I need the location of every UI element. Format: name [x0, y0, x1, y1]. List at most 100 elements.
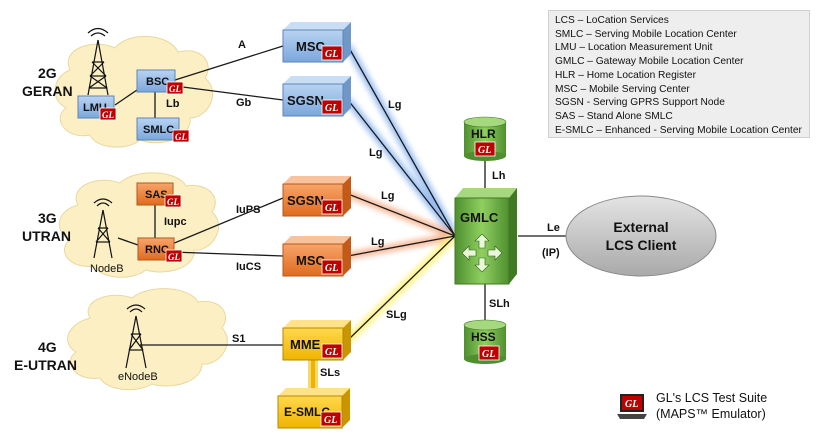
external-lcs-client: External LCS Client: [565, 195, 717, 277]
esmlc-label: E-SMLC: [284, 405, 330, 419]
link-mme-gmlc: [347, 235, 456, 341]
smlc-node: SMLC GL: [136, 117, 190, 143]
nodeb-label: NodeB: [90, 263, 124, 275]
geran-tower-icon: [87, 27, 109, 96]
sgsn-3g-node: SGSN GL: [282, 176, 351, 217]
svg-text:GL: GL: [169, 84, 181, 94]
iface-slg-label: SLg: [386, 309, 407, 321]
routing-arrows-icon: [461, 233, 503, 273]
gl-badge-icon: [164, 194, 182, 208]
suite-subtitle: (MAPS™ Emulator): [656, 407, 766, 421]
svg-text:GL: GL: [325, 347, 338, 358]
link-msc-gmlc: [347, 45, 456, 237]
external-client-label-1: External: [613, 219, 668, 235]
utran-tower-icon: [93, 198, 113, 259]
legend-item: E-SMLC – Enhanced - Serving Mobile Locat…: [555, 124, 802, 136]
legend-item: SMLC – Serving Mobile Location Center: [555, 28, 737, 40]
iface-lg-msc3g-label: Lg: [371, 236, 384, 248]
link-nodeb-rnc: [117, 237, 139, 246]
link-sgsn-gmlc: [347, 99, 456, 237]
region-3g-label: 3G: [38, 210, 57, 226]
gl-badge-icon: [321, 99, 343, 115]
gl-badge-icon: [321, 343, 343, 359]
gl-badge-icon: [320, 411, 342, 427]
laptop-icon: GL: [617, 394, 647, 419]
gl-badge-icon: [99, 107, 117, 121]
iface-lh-label: Lh: [492, 170, 506, 182]
link-rnc-msc: [171, 251, 284, 257]
iface-lb-label: Lb: [166, 98, 180, 110]
svg-text:GL: GL: [168, 252, 180, 262]
region-4g-label: 4G: [38, 339, 57, 355]
eutran-tower-icon: [125, 304, 147, 369]
msc-2g-label: MSC: [296, 39, 326, 54]
sas-node: SAS GL: [136, 182, 182, 208]
sgsn-2g-node: SGSN GL: [282, 76, 351, 117]
bsc-label: BSC: [146, 76, 169, 88]
iface-slh-label: SLh: [489, 298, 510, 310]
acronym-legend: LCS – LoCation Services SMLC – Serving M…: [548, 10, 810, 138]
svg-text:GL: GL: [324, 415, 337, 426]
svg-text:GL: GL: [325, 49, 338, 60]
sgsn-2g-label: SGSN: [287, 93, 324, 108]
gmlc-node: GMLC: [454, 188, 517, 285]
iface-lg-sgsn-label: Lg: [369, 147, 382, 159]
msc-3g-label: MSC: [296, 253, 326, 268]
esmlc-node: E-SMLC GL: [277, 388, 350, 429]
lmu-node: LMU GL: [77, 95, 117, 121]
legend-item: SAS – Stand Alone SMLC: [555, 110, 673, 122]
external-client-label-2: LCS Client: [606, 237, 677, 253]
svg-text:GL: GL: [482, 349, 495, 360]
link-bsc-msc: [174, 45, 284, 81]
hss-node: HSS GL: [463, 319, 507, 364]
iface-a-label: A: [238, 39, 246, 51]
region-eutran-label: E-UTRAN: [14, 357, 77, 373]
region-utran-label: UTRAN: [22, 228, 71, 244]
gl-badge-icon: [166, 81, 184, 95]
eutran-cloud: [67, 288, 228, 391]
gl-badge-icon: [321, 199, 343, 215]
region-geran-label: GERAN: [22, 83, 73, 99]
interface-labels: A Gb Lb Iupc IuPS IuCS S1 SLs Lg Lg Lg L…: [164, 39, 560, 379]
legend-item: LMU – Location Measurement Unit: [555, 42, 713, 54]
legend-item: GMLC – Gateway Mobile Location Center: [555, 56, 744, 68]
connection-lines: [114, 45, 566, 346]
link-sgsn3g-gmlc: [347, 193, 456, 237]
gl-badge-icon: [474, 141, 496, 157]
link-lmu-bsc: [114, 89, 138, 106]
mme-node: MME GL: [282, 320, 351, 361]
gmlc-label: GMLC: [460, 210, 499, 225]
bsc-node: BSC GL: [136, 69, 184, 95]
legend-item: SGSN - Serving GPRS Support Node: [555, 97, 725, 109]
hlr-label: HLR: [471, 127, 496, 141]
svg-text:GL: GL: [167, 197, 179, 207]
suite-branding: GL's LCS Test Suite (MAPS™ Emulator): [656, 390, 806, 422]
tower-icon: [87, 27, 147, 369]
iface-s1-label: S1: [232, 333, 245, 345]
msc-3g-node: MSC GL: [282, 236, 351, 277]
iface-sls-label: SLs: [320, 367, 340, 379]
region-2g-label: 2G: [38, 65, 57, 81]
sas-label: SAS: [145, 189, 168, 201]
iface-lg-sgsn3g-label: Lg: [381, 190, 394, 202]
smlc-label: SMLC: [143, 124, 174, 136]
iface-iucs-label: IuCS: [236, 261, 261, 273]
svg-text:GL: GL: [478, 145, 491, 156]
enodeb-label: eNodeB: [118, 371, 158, 383]
legend-item: HLR – Home Location Register: [555, 69, 696, 81]
legend-item: LCS – LoCation Services: [555, 15, 669, 26]
iface-gb-label: Gb: [236, 97, 252, 109]
hss-label: HSS: [471, 330, 496, 344]
iface-le-label: Le: [547, 222, 560, 234]
rnc-label: RNC: [145, 244, 169, 256]
svg-text:GL: GL: [325, 103, 338, 114]
link-bsc-sgsn: [174, 85, 284, 101]
gl-badge-icon: [172, 129, 190, 143]
svg-text:GL: GL: [175, 132, 187, 142]
gl-badge-icon: [165, 249, 183, 263]
hlr-node: HLR GL: [463, 116, 507, 161]
iface-iups-label: IuPS: [236, 204, 260, 216]
legend-item: MSC – Mobile Serving Center: [555, 83, 690, 95]
msc-2g-node: MSC GL: [282, 22, 351, 63]
